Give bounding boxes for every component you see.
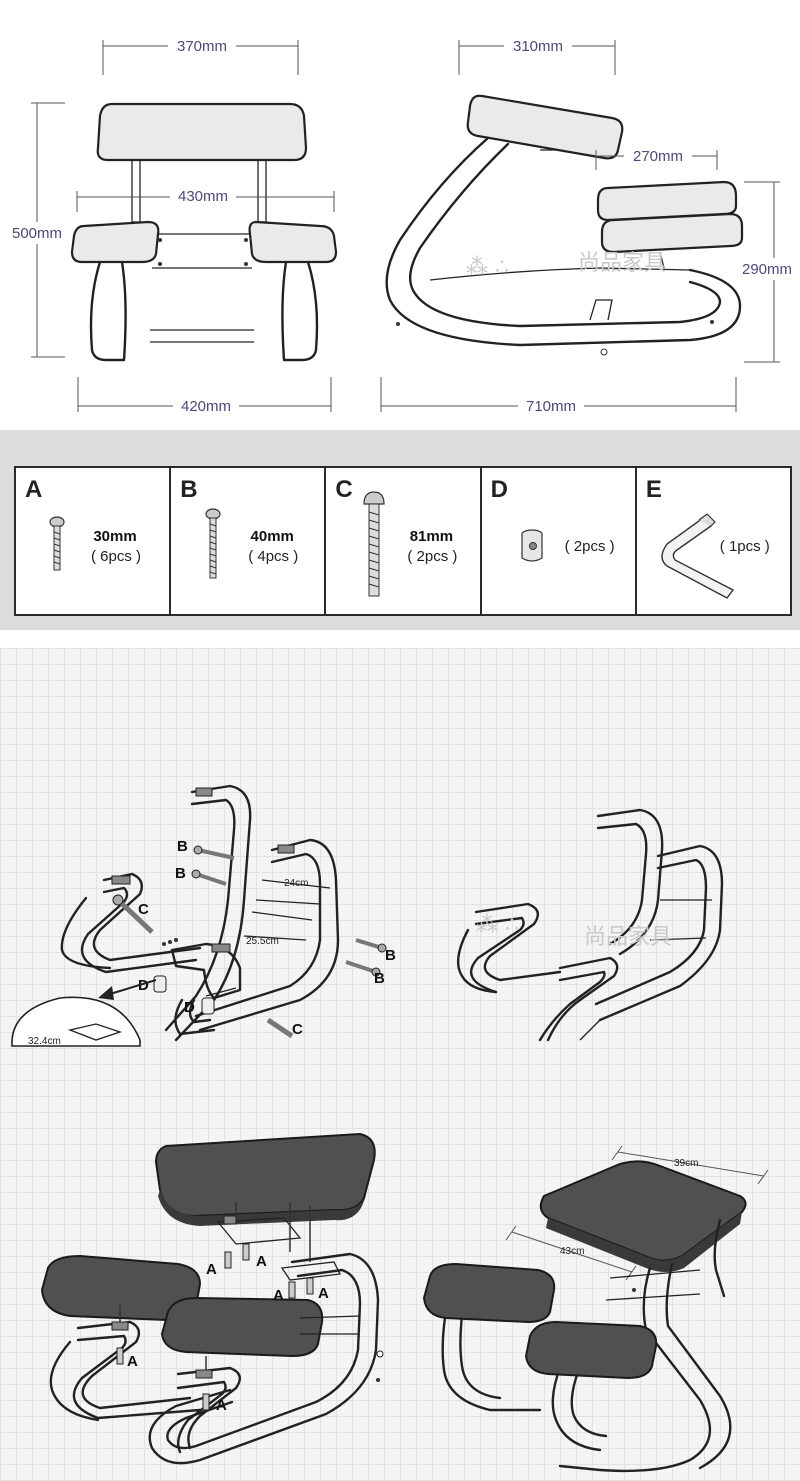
label-c-1: C (138, 901, 149, 918)
hex-key-icon (661, 513, 734, 599)
seat-width-dim: 43cm (560, 1246, 584, 1257)
part-qty: ( 4pcs ) (248, 548, 299, 565)
bolt-b-parts (191, 845, 387, 977)
side-view-drawing: 310mm 270mm 290mm ⁂ ∴ 尚品家具 (380, 36, 800, 416)
label-b-2: B (175, 865, 186, 882)
parts-table: A 30mm ( 6pcs ) B 40mm ( 4pcs ) C 81mm (… (14, 466, 792, 616)
part-qty: ( 6pcs ) (90, 548, 141, 565)
part-c-cell: C 81mm ( 2pcs ) (326, 468, 482, 614)
part-letter: D (490, 476, 508, 503)
label-a-1: A (206, 1261, 217, 1278)
short-bolt-icon (49, 516, 65, 571)
watermark-top: 尚品家具 (578, 251, 666, 276)
front-knee-span-dim: 430mm (178, 188, 228, 205)
medium-bolt-icon (205, 508, 221, 579)
part-letter: E (645, 476, 662, 503)
watermark-step1-glyph: ⁂ ∴ (476, 913, 519, 938)
part-qty: ( 2pcs ) (407, 548, 458, 565)
part-letter: B (180, 476, 198, 503)
side-length-dim: 710mm (526, 398, 576, 415)
label-a-3: A (273, 1287, 284, 1304)
side-knee-pad-dim: 270mm (633, 148, 683, 165)
assembled-chair-drawing: 39cm 43cm (422, 1145, 769, 1473)
dimension-drawings: 370mm 500mm 430mm (4, 36, 800, 416)
watermark-step1: 尚品家具 (584, 925, 672, 950)
part-size: 40mm (250, 528, 294, 545)
part-letter: C (335, 476, 353, 503)
label-d-2: D (184, 999, 195, 1016)
detail-dim: 32.4cm (28, 1036, 61, 1047)
label-b-1: B (177, 838, 188, 855)
side-knee-height-dim: 290mm (742, 261, 792, 278)
label-d-1: D (138, 977, 149, 994)
exploded-frame-drawing: B B B B C C D D 24cm 25.5cm (60, 784, 396, 1042)
front-base-width-dim: 420mm (181, 398, 231, 415)
barrel-nut-icon (521, 529, 543, 562)
front-height-dim: 500mm (12, 225, 62, 242)
seat-depth-dim: 39cm (674, 1158, 698, 1169)
label-a-6: A (216, 1397, 227, 1414)
part-size: 81mm (409, 528, 454, 545)
part-a-cell: A 30mm ( 6pcs ) (16, 468, 172, 614)
detail-callout: 32.4cm (11, 996, 141, 1047)
front-seat-width-dim: 370mm (177, 38, 227, 55)
label-b-4: B (374, 970, 385, 987)
part-d-cell: D ( 2pcs ) (482, 468, 637, 614)
crossbar-top-dim: 24cm (284, 878, 308, 889)
label-a-2: A (256, 1253, 267, 1270)
part-b-cell: B 40mm ( 4pcs ) (171, 468, 327, 614)
part-letter: A (25, 476, 43, 503)
long-bolt-icon (363, 491, 386, 597)
watermark-top-glyph: ⁂ ∴ (466, 255, 509, 280)
front-view-drawing: 370mm 500mm 430mm (4, 36, 338, 416)
label-c-2: C (292, 1021, 303, 1038)
label-a-5: A (127, 1353, 138, 1370)
step2-cushion-assembly: A A A A A A 39cm 43cm (0, 1048, 800, 1481)
part-size: 30mm (93, 528, 137, 545)
label-b-3: B (385, 947, 396, 964)
bolt-a-parts (116, 1243, 314, 1411)
exploded-cushion-drawing: A A A A A A (40, 1132, 384, 1465)
barrel-nut-parts (153, 975, 215, 1015)
side-seat-depth-dim: 310mm (513, 38, 563, 55)
bolt-c-parts (112, 894, 294, 1039)
step1-frame-assembly: B B B B C C D D 24cm 25.5cm 32.4cm ⁂ ∴ 尚… (0, 648, 800, 1048)
part-e-cell: E ( 1pcs ) (637, 468, 790, 614)
part-qty: ( 2pcs ) (564, 538, 615, 555)
label-a-4: A (318, 1285, 329, 1302)
crossbar-bottom-dim: 25.5cm (246, 936, 279, 947)
part-qty: ( 1pcs ) (719, 538, 770, 555)
assembled-frame-drawing: ⁂ ∴ 尚品家具 (456, 808, 724, 1042)
